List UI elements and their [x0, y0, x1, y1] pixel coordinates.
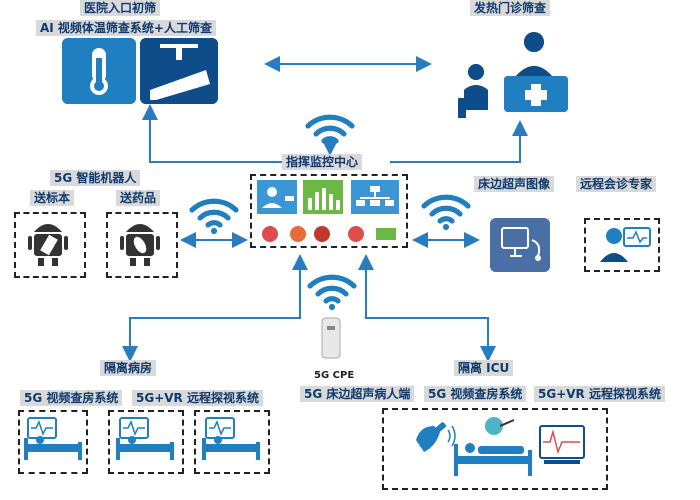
- wifi-icon-top: [305, 114, 355, 150]
- wifi-icon-bottom: [307, 274, 357, 310]
- label-send-specimen: 送标本: [30, 190, 75, 206]
- label-cpe: 5G CPE: [314, 370, 355, 381]
- remote-consult-box: [584, 218, 660, 272]
- label-bedside-ultrasound-image: 床边超声图像: [474, 176, 555, 192]
- label-hospital-entrance: 医院入口初筛: [80, 0, 161, 16]
- ward-box-1: [18, 410, 88, 474]
- wifi-icon-left: [189, 198, 239, 234]
- wifi-icon-right: [421, 194, 471, 230]
- arrow-center-ward: [122, 254, 308, 362]
- label-isolation-icu: 隔离 ICU: [454, 360, 514, 376]
- arrow-center-fever: [390, 120, 528, 163]
- label-ward-round-left: 5G 视频查房系统: [20, 390, 123, 406]
- icu-box: [382, 408, 608, 490]
- label-command-center: 指挥监控中心: [282, 154, 363, 170]
- arrow-center-icu: [358, 254, 496, 362]
- label-ai-screening: AI 视频体温筛查系统+人工筛查: [36, 20, 216, 36]
- label-vr-visit-left: 5G+VR 远程探视系统: [132, 390, 263, 406]
- robot-medicine-box: [106, 212, 178, 278]
- thermometer-icon: [62, 38, 136, 104]
- label-fever-clinic: 发热门诊筛查: [470, 0, 551, 16]
- robot-specimen-box: [14, 212, 86, 278]
- arrow-center-entrance: [142, 104, 290, 163]
- label-bedside-ultrasound-patient: 5G 床边超声病人端: [300, 386, 415, 402]
- surveillance-camera-icon: [140, 38, 218, 104]
- ward-box-3: [194, 410, 270, 474]
- label-remote-consult: 远程会诊专家: [576, 176, 657, 192]
- connectors: [122, 56, 528, 362]
- label-vr-visit-right: 5G+VR 远程探视系统: [534, 386, 665, 402]
- label-send-medicine: 送药品: [116, 190, 161, 206]
- label-robot: 5G 智能机器人: [50, 170, 141, 186]
- label-isolation-ward: 隔离病房: [100, 360, 157, 376]
- ward-box-2: [108, 410, 184, 474]
- command-center-panel: [250, 174, 408, 248]
- cpe-device-icon: [321, 317, 341, 359]
- label-ward-round-right: 5G 视频查房系统: [424, 386, 527, 402]
- ultrasound-monitor-icon: [490, 218, 550, 272]
- fever-clinic-doctor-icon: [458, 32, 568, 118]
